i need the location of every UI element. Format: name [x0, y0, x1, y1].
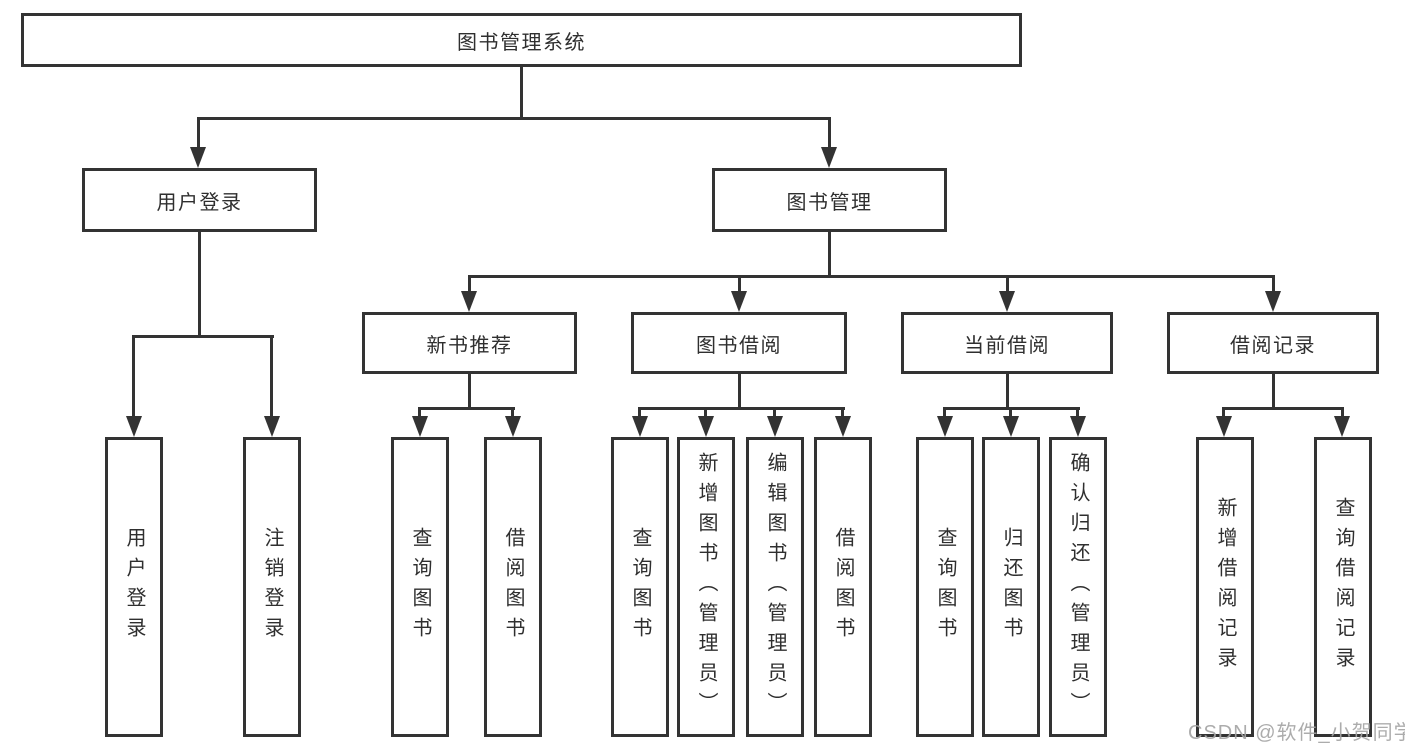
arrow-down-icon: [821, 147, 837, 168]
leaf-label: 查询图书: [629, 527, 651, 647]
node-user-login: 用户登录: [82, 168, 317, 232]
connector-root-hline: [197, 117, 831, 120]
leaf-borrow-books-recommend: 借阅图书: [484, 437, 542, 737]
connector-hline: [418, 407, 515, 410]
connector-userlogin-stub: [198, 232, 201, 338]
leaf-logout: 注销登录: [243, 437, 301, 737]
leaf-label: 查询图书: [934, 527, 956, 647]
connector-hline: [1222, 407, 1344, 410]
node-current-borrowing: 当前借阅: [901, 312, 1113, 374]
connector-stub: [468, 373, 471, 410]
connector-shaft: [132, 335, 135, 417]
leaf-query-books-recommend: 查询图书: [391, 437, 449, 737]
arrow-down-icon: [937, 416, 953, 437]
node-label: 当前借阅: [964, 334, 1050, 357]
leaf-label: 新增借阅记录: [1214, 497, 1236, 677]
connector-shaft: [1009, 407, 1012, 418]
arrow-down-icon: [1070, 416, 1086, 437]
node-label: 借阅记录: [1230, 334, 1316, 357]
arrow-down-icon: [1216, 416, 1232, 437]
connector-shaft: [943, 407, 946, 418]
node-library-management-system: 图书管理系统: [21, 13, 1022, 67]
node-book-management: 图书管理: [712, 168, 947, 232]
connector-bookmgmt-hline: [468, 275, 1275, 278]
node-new-book-recommendation: 新书推荐: [362, 312, 577, 374]
connector-shaft: [638, 407, 641, 418]
leaf-label: 借阅图书: [832, 527, 854, 647]
connector-bookmgmt-shaft: [828, 117, 831, 148]
connector-stub: [738, 373, 741, 410]
arrow-down-icon: [264, 416, 280, 437]
connector-shaft: [1272, 275, 1275, 292]
connector-shaft: [1076, 407, 1079, 418]
leaf-add-book-admin: 新增图书（管理员）: [677, 437, 735, 737]
arrow-down-icon: [698, 416, 714, 437]
leaf-add-borrow-record: 新增借阅记录: [1196, 437, 1254, 737]
leaf-borrow-books-borrowing: 借阅图书: [814, 437, 872, 737]
arrow-down-icon: [126, 416, 142, 437]
arrow-down-icon: [999, 291, 1015, 312]
connector-shaft: [773, 407, 776, 418]
arrow-down-icon: [1003, 416, 1019, 437]
node-label: 图书管理系统: [457, 31, 586, 54]
arrow-down-icon: [412, 416, 428, 437]
watermark: CSDN @软件_小贺同学: [1188, 722, 1405, 744]
leaf-return-books: 归还图书: [982, 437, 1040, 737]
leaf-edit-book-admin: 编辑图书（管理员）: [746, 437, 804, 737]
connector-root-stub: [520, 66, 523, 120]
connector-bookmgmt-stub: [828, 232, 831, 278]
leaf-query-books-current: 查询图书: [916, 437, 974, 737]
connector-shaft: [841, 407, 844, 418]
connector-shaft: [270, 335, 273, 417]
connector-shaft: [738, 275, 741, 292]
node-book-borrowing: 图书借阅: [631, 312, 847, 374]
connector-shaft: [511, 407, 514, 418]
node-label: 用户登录: [156, 191, 243, 214]
connector-shaft: [1006, 275, 1009, 292]
leaf-query-borrow-record: 查询借阅记录: [1314, 437, 1372, 737]
node-label: 图书借阅: [696, 334, 782, 357]
leaf-label: 用户登录: [123, 527, 145, 647]
arrow-down-icon: [632, 416, 648, 437]
connector-userlogin-shaft: [197, 117, 200, 148]
arrow-down-icon: [1265, 291, 1281, 312]
connector-stub: [1006, 373, 1009, 410]
connector-shaft: [1222, 407, 1225, 418]
leaf-query-books-borrowing: 查询图书: [611, 437, 669, 737]
connector-stub: [1272, 373, 1275, 410]
connector-userlogin-hline: [132, 335, 274, 338]
arrow-down-icon: [835, 416, 851, 437]
leaf-user-login: 用户登录: [105, 437, 163, 737]
connector-shaft: [418, 407, 421, 418]
leaf-label: 查询借阅记录: [1332, 497, 1354, 677]
node-label: 图书管理: [786, 191, 873, 214]
arrow-down-icon: [461, 291, 477, 312]
connector-shaft: [468, 275, 471, 292]
leaf-confirm-return-admin: 确认归还（管理员）: [1049, 437, 1107, 737]
arrow-down-icon: [190, 147, 206, 168]
leaf-label: 借阅图书: [502, 527, 524, 647]
node-borrowing-records: 借阅记录: [1167, 312, 1379, 374]
connector-hline: [638, 407, 845, 410]
connector-shaft: [1341, 407, 1344, 418]
leaf-label: 注销登录: [261, 527, 283, 647]
leaf-label: 查询图书: [409, 527, 431, 647]
node-label: 新书推荐: [426, 334, 513, 357]
arrow-down-icon: [767, 416, 783, 437]
leaf-label: 确认归还（管理员）: [1067, 452, 1089, 722]
leaf-label: 新增图书（管理员）: [695, 452, 717, 722]
leaf-label: 编辑图书（管理员）: [764, 452, 786, 722]
arrow-down-icon: [505, 416, 521, 437]
leaf-label: 归还图书: [1000, 527, 1022, 647]
connector-shaft: [704, 407, 707, 418]
arrow-down-icon: [731, 291, 747, 312]
arrow-down-icon: [1334, 416, 1350, 437]
